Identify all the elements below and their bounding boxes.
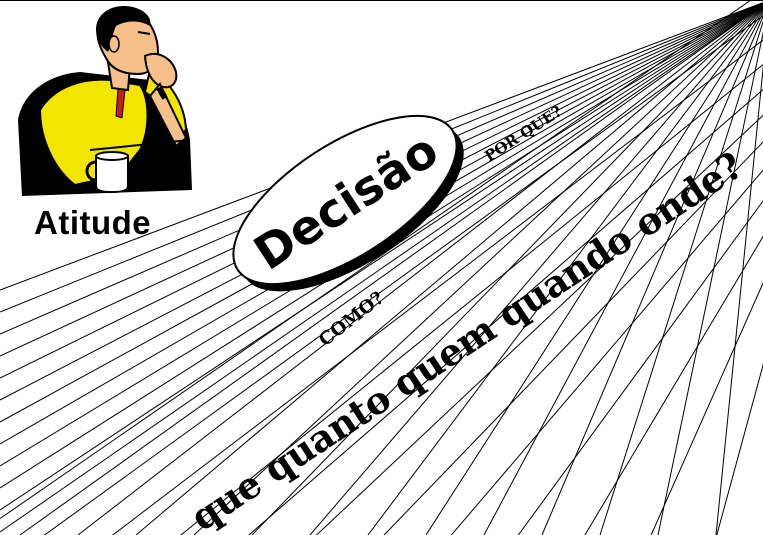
grid-cross-line (584, 235, 763, 535)
grid-radial-line (19, 4, 763, 535)
grid-radial-line (0, 4, 763, 511)
grid-radial-line (135, 5, 763, 535)
grid-cross-line (517, 200, 763, 535)
grid-cross-line (43, 15, 763, 535)
atitude-label: Atitude (34, 204, 152, 241)
grid-radial-line (77, 4, 763, 535)
grid-cross-line (180, 63, 763, 535)
grid-cross-line (650, 282, 763, 535)
grid-radial-line (715, 64, 763, 535)
como-label: COMO? (315, 287, 388, 350)
ellipse-face (232, 114, 458, 286)
grid-cross-line (248, 88, 763, 535)
hand-shape (143, 53, 178, 89)
grid-radial-line (483, 12, 763, 535)
ear-shape (108, 35, 120, 53)
grid-radial-line (309, 7, 763, 535)
grid-radial-line (193, 5, 763, 535)
por-que-label: POR QUE? (481, 102, 565, 165)
table-edge (89, 139, 191, 151)
brow-shape (137, 31, 151, 35)
grid-radial-line (251, 6, 763, 535)
grid-cross-line (383, 141, 763, 535)
grid-radial-line (425, 9, 763, 535)
mug-shape (95, 155, 129, 194)
grid-cross-line (450, 169, 763, 535)
mug-rim (95, 151, 129, 161)
grid-radial-line (599, 20, 763, 535)
mug-handle (85, 160, 97, 182)
forearm-shape (148, 82, 188, 148)
grid-cross-line (716, 363, 763, 535)
grid-cross-line (112, 39, 763, 535)
grid-cross-line (315, 114, 763, 535)
watch-shape (156, 86, 168, 100)
grid-radial-line (367, 8, 763, 535)
